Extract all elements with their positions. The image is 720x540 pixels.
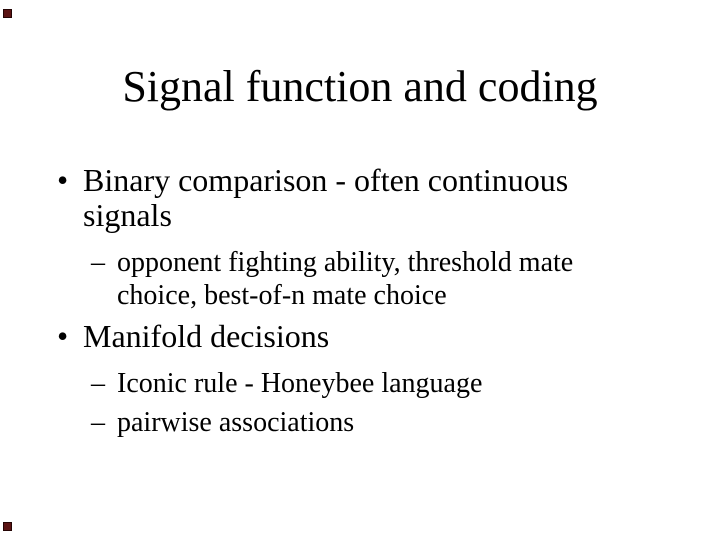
bullet-line: choice, best-of-n mate choice — [117, 280, 447, 311]
bullet-line: opponent fighting ability, threshold mat… — [117, 247, 574, 278]
dash-icon: – — [91, 407, 105, 438]
sub-bullet-item: – opponent fighting ability, threshold m… — [0, 246, 720, 312]
bullet-dot-icon: • — [57, 162, 69, 198]
bullet-line: Binary comparison - often continuous — [83, 162, 569, 198]
corner-marker-icon — [3, 522, 12, 531]
dash-icon: – — [91, 368, 105, 399]
slide-title: Signal function and coding — [122, 62, 598, 111]
sub-bullet-item: – Iconic rule - Honeybee language — [0, 367, 720, 400]
corner-marker-icon — [3, 9, 12, 18]
dash-icon: – — [91, 247, 105, 278]
bullet-item: • Manifold decisions — [0, 319, 720, 354]
bullet-line: pairwise associations — [117, 407, 355, 438]
bullet-dot-icon: • — [57, 318, 69, 354]
bullet-item: • Binary comparison - often continuous s… — [0, 163, 720, 233]
bullet-line: Manifold decisions — [83, 318, 330, 354]
sub-bullet-item: – pairwise associations — [0, 406, 720, 439]
bullet-line: Iconic rule - Honeybee language — [117, 368, 483, 399]
bullet-line: signals — [83, 197, 172, 233]
